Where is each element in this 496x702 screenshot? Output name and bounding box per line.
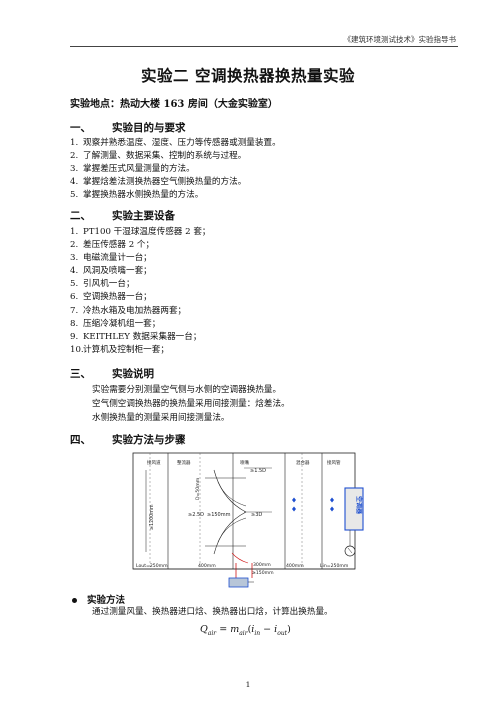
section-label: 混合器 [296,459,310,466]
differential-pressure-box [228,577,249,588]
section-title: 实验说明 [112,368,154,380]
gauge-icon [344,545,356,557]
explanation-line: 实验需要分别测量空气侧与水侧的空调器换热量。 [92,385,282,395]
method-title: 实验方法 [87,595,126,606]
section-heading-objectives: 一、 实验目的与要求 [70,120,186,135]
nozzle-curve [217,517,247,543]
list-item: 2.差压传感器 2 个； [70,240,155,251]
method-bullet: 实验方法 [72,592,125,606]
dimension-label: ≥150mm [207,512,231,518]
page-number: 1 [245,680,251,689]
probe-marker [292,506,296,512]
pipe-diameter-label: D=50mm [195,477,201,500]
section-label: 接风道 [147,459,161,466]
list-item: 2.了解测量、数据采集、控制的系统与过程。 [70,151,247,162]
probe-marker [292,497,296,503]
bottom-dimension: ≥150mm [252,570,274,576]
bottom-dimension: 400mm [286,563,304,569]
explanation-line: 水侧换热量的测量采用间接测量法。 [92,413,230,423]
probe-marker [330,497,334,503]
list-item: 6.空调换热器一台； [70,292,152,303]
section-number: 三、 [70,368,91,380]
section-title: 实验主要设备 [112,210,175,222]
page-title: 实验二 空调换热器换热量实验 [141,66,355,85]
bottom-dimension: Lout=250mm [136,563,168,569]
bottom-dimension: Lin=250mm [320,563,349,569]
tunnel-outline [132,452,356,570]
dimension-label: ≥2.5D [188,512,204,518]
explanation-line: 空气侧空调换热器的换热量采用间接测量：焓差法。 [92,399,290,409]
section-heading-explanation: 三、 实验说明 [70,366,154,381]
height-dimension: ≥1200mm [149,504,155,530]
probe-marker [330,506,334,512]
ac-unit-label: 空调器 [355,496,363,515]
running-header: 《建筑环境测试技术》实验指导书 [343,35,457,44]
section-title: 实验方法与步骤 [112,434,186,446]
list-item: 8.压缩冷凝机组一套； [70,318,161,329]
section-number: 四、 [70,434,91,446]
dimension-label: ≥1.5D [250,468,266,474]
section-heading-method: 四、 实验方法与步骤 [70,432,186,447]
section-label: 整流器 [177,459,191,466]
list-item: 5.掌握换热器水侧换热量的方法。 [70,190,204,201]
ac-unit-box [344,487,364,531]
dimension-label: ≥3D [251,512,262,518]
list-item: 10.计算机及控制柜一套； [70,344,169,355]
section-title: 实验目的与要求 [112,122,186,134]
list-item: 5.引风机一台； [70,279,135,290]
section-number: 二、 [70,210,91,222]
heat-transfer-formula: Qair = mair(iin − iout) [200,624,291,637]
bottom-dimension: 400mm [198,563,216,569]
objectives-list: 1.观察并熟悉温度、湿度、压力等传感器或测量装置。 2.了解测量、数据采集、控制… [70,137,281,202]
bottom-dimension: 300mm [253,562,271,568]
list-item: 3.电磁流量计一台； [70,253,152,264]
nozzle-curve [213,469,247,513]
section-label: 接风管 [327,459,341,466]
lab-location: 实验地点：热动大楼 163 房间（大金实验室） [70,99,278,110]
section-label: 喷嘴 [240,459,249,466]
list-item: 1.PT100 干湿球温度传感器 2 套； [70,227,211,237]
equipment-list: 1.PT100 干湿球温度传感器 2 套； 2.差压传感器 2 个； 3.电磁流… [70,226,211,357]
list-item: 7.冷热水箱及电加热器两套； [70,305,187,316]
list-item: 4.掌握焓差法测换热器空气侧换热量的方法。 [70,177,247,188]
nozzle-curve [217,481,247,507]
nozzle-curve [213,511,247,555]
list-item: 4.风洞及喷嘴一套； [70,266,152,277]
method-description: 通过测量风量、换热器进口焓、换热器出口焓，计算出换热量。 [92,607,333,617]
section-number: 一、 [70,122,91,134]
section-heading-equipment: 二、 实验主要设备 [70,208,175,223]
list-item: 3.掌握差压式风量测量的方法。 [70,164,195,175]
bullet-icon [72,598,77,603]
list-item: 1.观察并熟悉温度、湿度、压力等传感器或测量装置。 [70,138,281,148]
header-rule [70,46,458,47]
list-item: 9.KEITHLEY 数据采集器一台； [70,331,202,342]
